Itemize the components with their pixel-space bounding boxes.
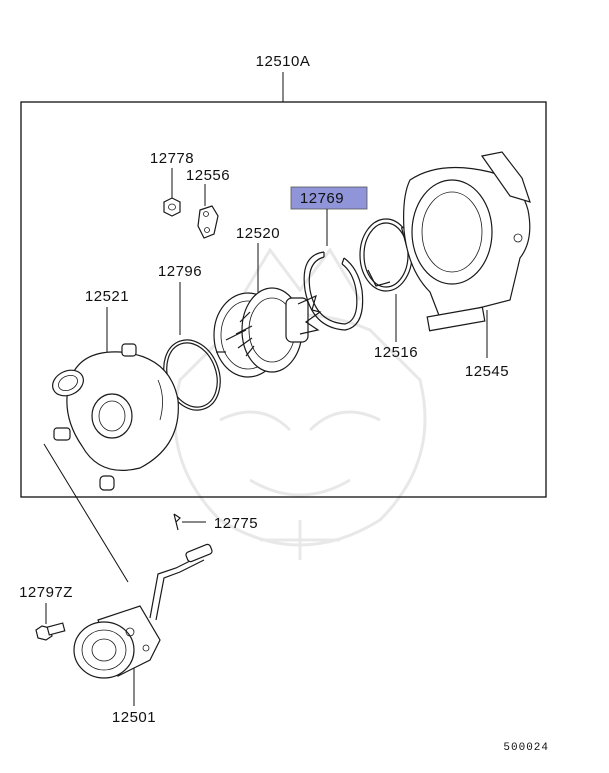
diagram-code: 500024	[503, 742, 549, 754]
snap-ring-icon	[303, 251, 364, 331]
assembly-label: 12510A	[256, 53, 311, 70]
part-12501-actuator[interactable]: 12501	[73, 605, 161, 726]
part-label-12501: 12501	[112, 709, 156, 726]
part-12769-snap-ring[interactable]: 12769	[290, 186, 368, 331]
cartridge-icon	[213, 287, 322, 378]
part-label-12775: 12775	[214, 515, 258, 532]
part-12778-nut[interactable]: 12778	[150, 150, 194, 217]
nut-icon	[163, 197, 181, 217]
plate-icon	[197, 205, 219, 239]
part-label-12545: 12545	[465, 363, 509, 380]
compressor-housing-icon	[52, 343, 179, 491]
part-12521-compressor-housing[interactable]: 12521	[48, 288, 179, 491]
highlight-box	[290, 186, 368, 210]
watermark-emblem	[173, 247, 427, 560]
part-12545-turbine-housing[interactable]: 12545	[403, 151, 531, 380]
part-label-12516: 12516	[374, 344, 418, 361]
part-label-12796: 12796	[158, 263, 202, 280]
clip-icon	[173, 513, 181, 531]
bolt-icon	[35, 622, 66, 641]
part-label-12556: 12556	[186, 167, 230, 184]
part-label-12521: 12521	[85, 288, 129, 305]
turbine-housing-icon	[403, 151, 531, 332]
part-12775-clip[interactable]: 12775	[173, 513, 258, 532]
part-label-12769: 12769	[300, 190, 344, 207]
part-label-12778: 12778	[150, 150, 194, 167]
part-label-12797Z: 12797Z	[19, 584, 73, 601]
part-label-12520: 12520	[236, 225, 280, 242]
part-12556-plate[interactable]: 12556	[186, 167, 230, 239]
actuator-rod	[43, 443, 213, 621]
part-12797Z-bolt[interactable]: 12797Z	[19, 584, 73, 641]
actuator-icon	[73, 605, 161, 679]
part-12520-cartridge[interactable]: 12520	[213, 225, 322, 378]
